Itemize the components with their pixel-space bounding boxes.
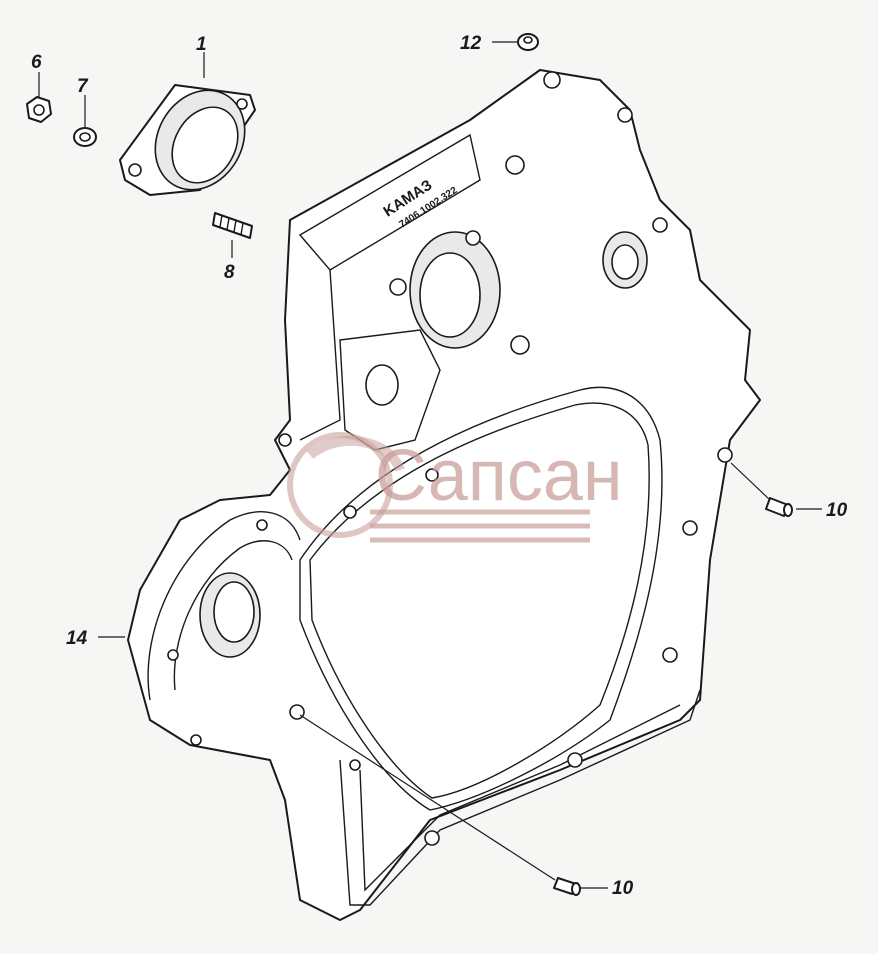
callout-7: 7 [77, 76, 89, 97]
callout-6: 6 [31, 52, 42, 73]
part-1-seal-flange [119, 84, 256, 196]
callout-10-lower: 10 [612, 878, 634, 899]
part-10-dowel-lower [553, 877, 581, 896]
callout-8: 8 [224, 262, 235, 283]
watermark-text: Сапсан [375, 436, 623, 516]
callout-10-upper: 10 [826, 500, 848, 521]
part-7-washer [73, 127, 97, 147]
callout-12: 12 [460, 33, 482, 54]
watermark: Сапсан [287, 432, 623, 543]
callout-1: 1 [196, 34, 207, 55]
part-10-dowel-upper [765, 497, 793, 517]
part-6-nut [26, 96, 52, 123]
leader-lines [38, 41, 822, 889]
timing-gear-housing [127, 69, 761, 921]
callout-14: 14 [66, 628, 88, 649]
part-12-plug [517, 33, 539, 51]
part-8-stud [212, 212, 253, 239]
